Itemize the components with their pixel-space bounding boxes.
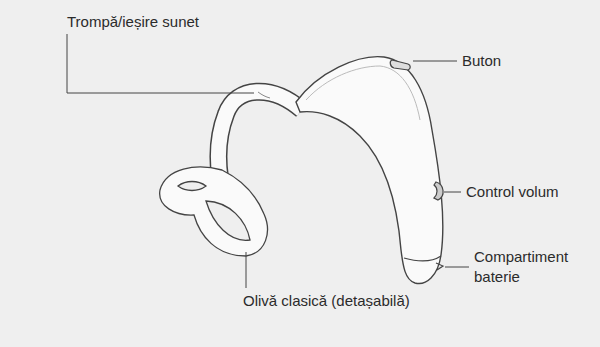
volume-wheel [434, 182, 443, 200]
leader-line [67, 34, 254, 93]
button [390, 60, 410, 70]
leader-line [445, 267, 469, 268]
leader-line [413, 61, 457, 62]
battery-latch [436, 263, 443, 270]
battery-door [404, 256, 441, 261]
tube-outline [218, 92, 302, 178]
leader-line [246, 252, 247, 288]
body-highlight [306, 66, 420, 120]
part-label: Compartiment baterie [474, 247, 586, 287]
tube [218, 92, 302, 178]
tube-ring [258, 92, 270, 98]
earmold [160, 167, 268, 256]
leader-line [444, 192, 461, 193]
leader-lines [67, 34, 469, 288]
part-label: Olivă clasică (detașabilă) [243, 291, 410, 311]
hearing-aid-body [296, 57, 443, 284]
part-label: Control volum [466, 182, 559, 202]
part-label: Buton [462, 51, 501, 71]
part-label: Trompă/ieșire sunet [67, 12, 199, 32]
